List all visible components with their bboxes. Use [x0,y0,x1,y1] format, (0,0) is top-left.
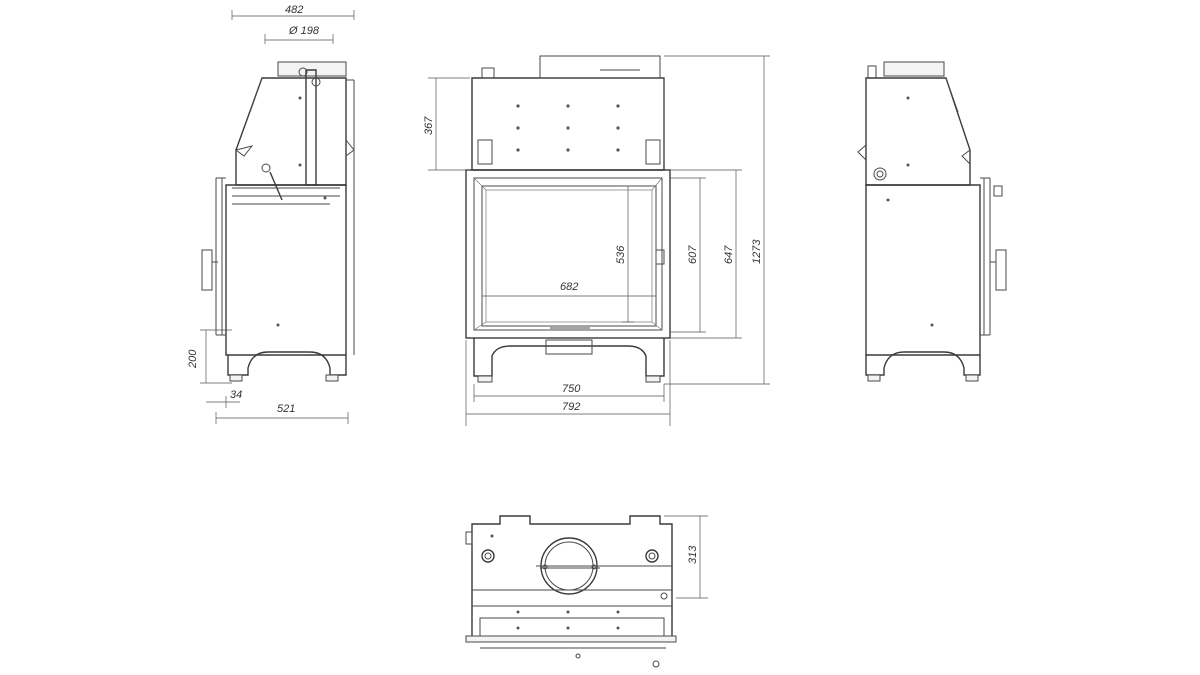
dim-frame-height: 647 [670,169,742,339]
side-feet [227,351,347,376]
dim-inner-width-label: 750 [562,383,581,395]
dim-flue-diameter: Ø 198 [264,25,334,44]
top-plan-view: 313 [465,515,708,668]
front-base [473,338,665,377]
front-door-frame [465,169,671,339]
dim-plan-depth-label: 313 [687,545,699,564]
dim-glass-height: 536 [615,185,634,323]
dim-overall-height-label: 1273 [751,239,763,264]
dim-foot-height: 200 [187,329,232,384]
dim-glass-height-label: 536 [615,245,627,264]
dim-outer-width: 792 [465,340,671,426]
front-glass [481,185,657,327]
dim-side-width-label: 482 [285,4,303,16]
door-handle [201,249,213,291]
dim-door-height-label: 607 [687,245,699,264]
right-door-handle [995,249,1007,291]
dim-flue-diameter-label: Ø 198 [288,25,320,37]
right-flue-collar [883,61,945,77]
right-side-view [857,61,1007,382]
dim-foot-offset: 34 [206,389,242,408]
dim-overall-height: 1273 [664,55,770,385]
dim-side-depth-label: 521 [277,403,295,415]
left-side-view: 482 Ø 198 [187,4,355,424]
dim-frame-height-label: 647 [723,245,735,264]
dim-inner-width: 750 [473,383,665,402]
right-body [865,184,981,356]
side-body [225,184,347,356]
right-hood [865,77,971,186]
right-feet [865,351,981,376]
damper-lever [305,69,317,186]
dim-top-section: 367 [423,77,470,171]
dim-plan-depth: 313 [664,515,708,599]
front-door [473,177,663,331]
dim-glass-width-label: 682 [560,281,578,293]
plan-outline [471,515,673,641]
front-view: 367 536 682 607 647 [423,55,770,426]
front-upper-housing [471,77,665,171]
dim-side-depth: 521 [215,403,349,424]
side-hood [235,77,347,186]
dim-door-height: 607 [670,177,706,333]
dim-glass-width: 682 [481,281,657,302]
dim-foot-offset-label: 34 [230,389,242,401]
dim-top-section-label: 367 [423,116,435,135]
flue-collar [277,61,347,77]
dim-outer-width-label: 792 [562,401,580,413]
dim-side-width: 482 [231,4,355,20]
dim-foot-height-label: 200 [187,349,199,369]
